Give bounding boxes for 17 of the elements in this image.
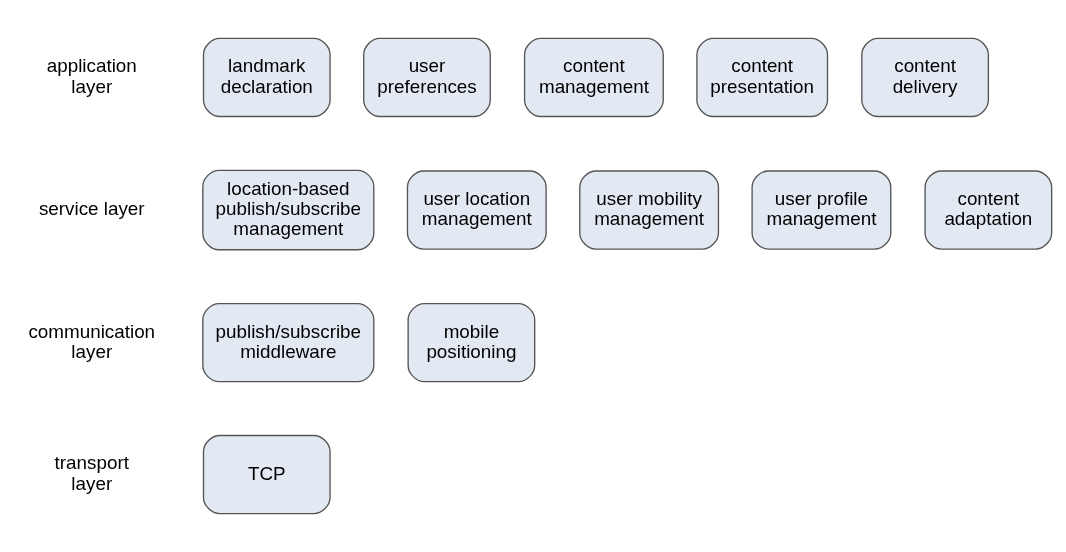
node-box: user preferences <box>363 37 491 118</box>
node-box: user location management <box>406 170 547 250</box>
node-box: content delivery <box>861 37 990 118</box>
node-box: user mobility management <box>579 170 720 250</box>
node-box: TCP <box>202 434 331 515</box>
label: application layer <box>46 55 137 97</box>
node-box: location-based publish/subscribe management <box>202 169 375 251</box>
node-box: content adaptation <box>924 170 1053 250</box>
node-box: content management <box>523 37 664 118</box>
label: service layer <box>38 198 145 220</box>
node-box: mobile positioning <box>407 302 536 383</box>
node-box: content presentation <box>696 37 829 118</box>
node-box: publish/subscribe middleware <box>202 302 375 383</box>
label: communication layer <box>28 320 156 362</box>
node-box: landmark declaration <box>202 37 331 118</box>
label: transport layer <box>54 452 129 494</box>
node-box: user profile management <box>751 170 892 250</box>
